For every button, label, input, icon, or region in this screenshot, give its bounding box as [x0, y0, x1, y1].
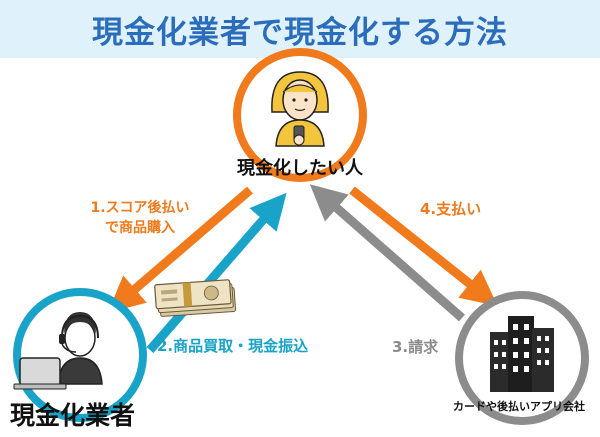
card-company-label: カードや後払いアプリ会社 [453, 400, 585, 413]
office-buildings-icon [490, 316, 554, 392]
step-1-label: 1.スコア後払い で商品購入 [80, 198, 200, 238]
step-4-label: 4.支払い [420, 200, 482, 218]
banknote-stack-icon [154, 279, 237, 317]
arrow-4-payment [349, 186, 498, 307]
arrow-3-billing [309, 184, 465, 322]
arrow-1-purchase [107, 186, 253, 313]
step-1-line-1: 1.スコア後払い [90, 200, 190, 216]
person-node [233, 48, 367, 182]
operator-with-headset-icon [13, 312, 103, 390]
step-1-line-2: で商品購入 [105, 220, 175, 236]
woman-with-phone-icon [271, 71, 329, 147]
card-company-node [455, 291, 589, 425]
step-2-label: 2.商品買取・現金振込 [157, 337, 309, 355]
dealer-label: 現金化業者 [10, 401, 136, 430]
dealer-node [13, 288, 147, 422]
arrow-2-buyback-transfer [146, 192, 287, 353]
step-3-label: 3.請求 [392, 338, 439, 356]
person-label: 現金化したい人 [237, 158, 363, 179]
page-title: 現金化業者で現金化する方法 [92, 14, 508, 51]
